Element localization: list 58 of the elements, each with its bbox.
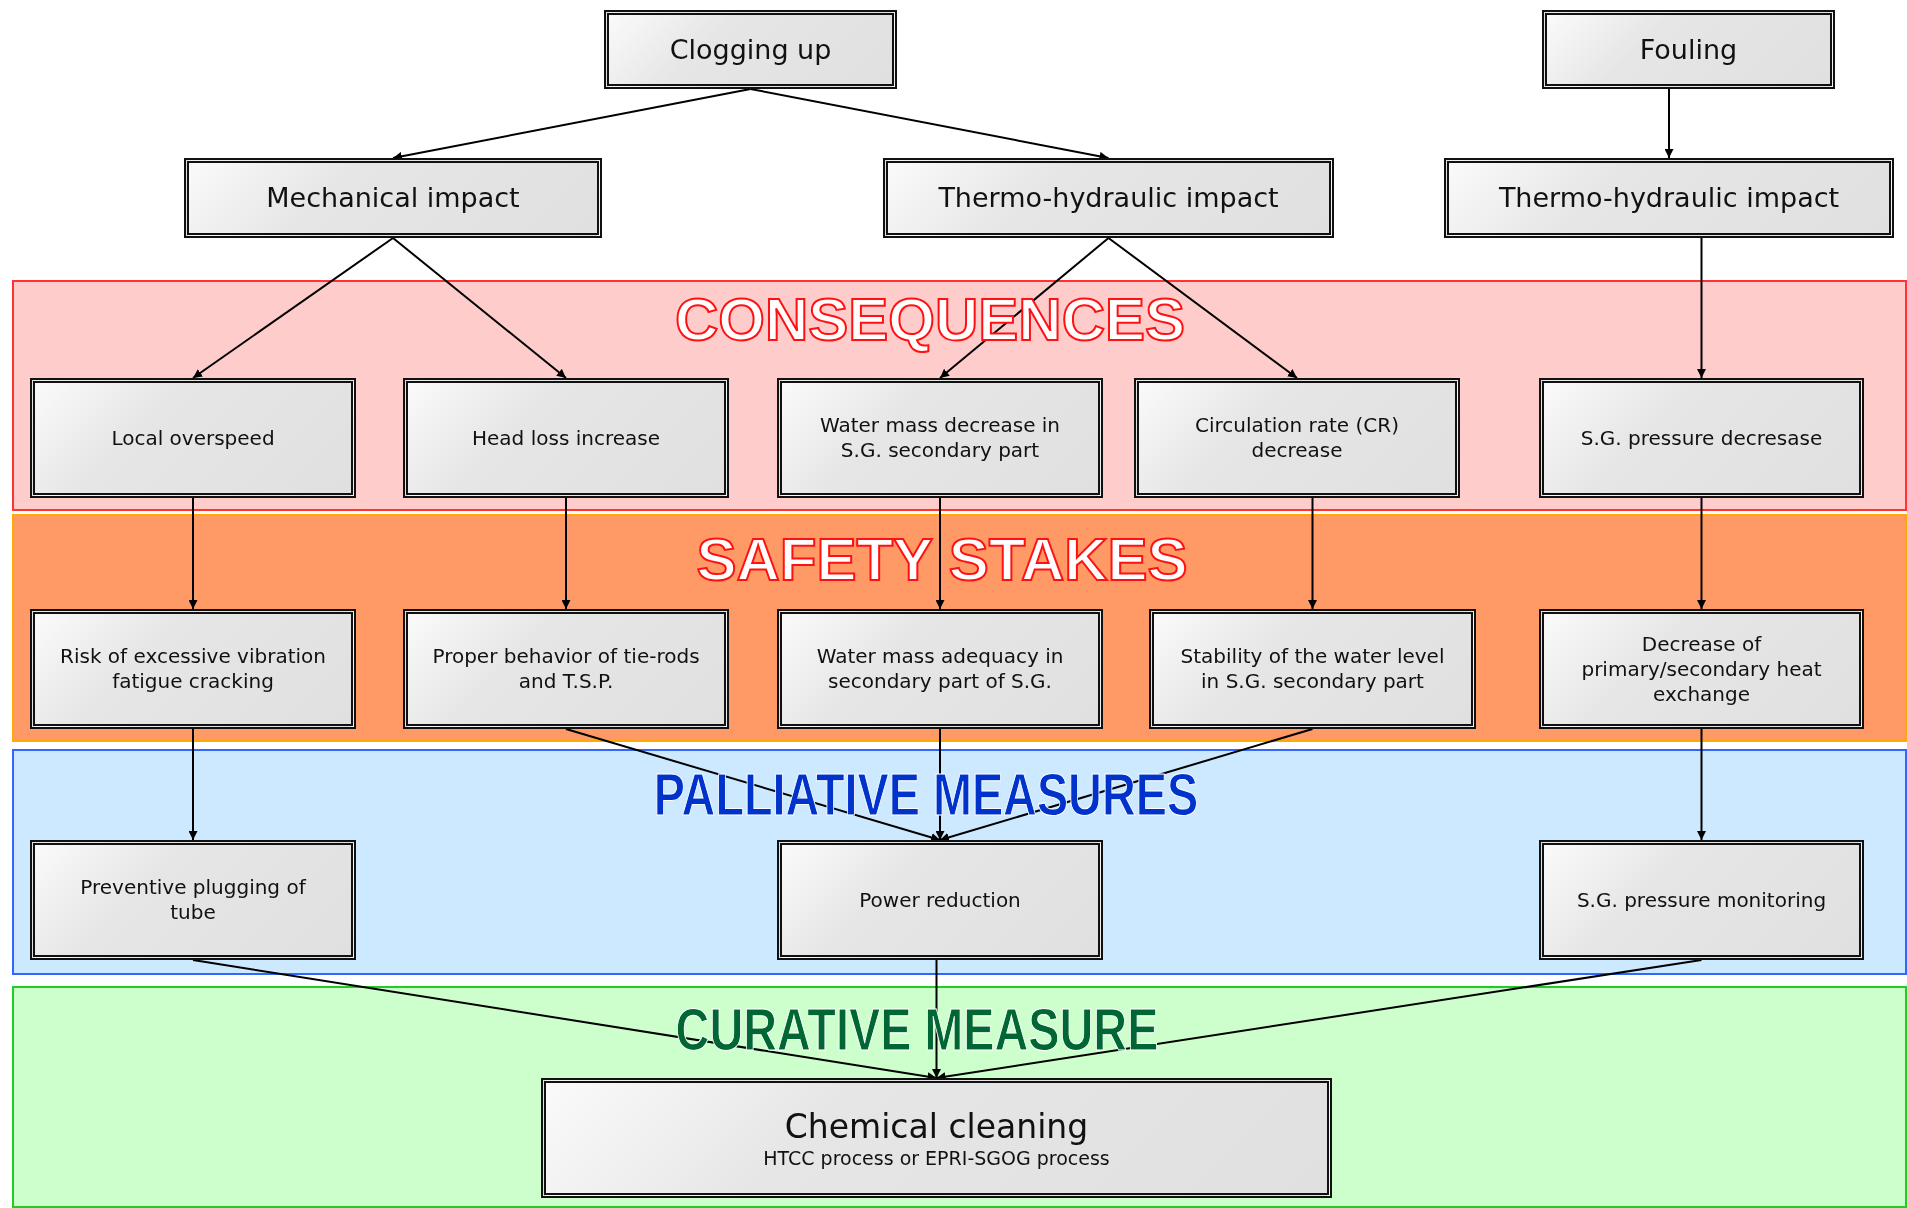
arrow <box>1308 497 1317 610</box>
box-subtitle: HTCC process or EPRI-SGOG process <box>763 1146 1110 1171</box>
box-label: Head loss increase <box>472 425 660 451</box>
arrow <box>392 88 752 161</box>
process-box <box>1149 609 1476 729</box>
arrow <box>561 497 571 610</box>
box-label: Water mass decrease in S.G. secondary part <box>818 413 1062 463</box>
process-box <box>1542 10 1835 89</box>
box-label: Preventive plugging of tube <box>79 875 308 925</box>
box-label: Decrease of primary/secondary heat exchange <box>1580 631 1823 707</box>
box-label: Stability of the water level in S.G. secondary part <box>1179 644 1446 694</box>
box-label: S.G. pressure decresase <box>1580 425 1823 451</box>
process-box <box>1539 840 1864 960</box>
process-box <box>184 158 602 238</box>
box-label: Water mass adequacy in secondary part of S.G. <box>815 644 1065 694</box>
process-box <box>604 10 897 89</box>
box-label: Circulation rate (CR) decrease <box>1194 413 1400 463</box>
process-box <box>403 378 729 498</box>
process-box <box>30 609 356 729</box>
arrow <box>1697 728 1706 841</box>
process-box <box>883 158 1334 238</box>
arrow <box>1664 88 1674 159</box>
arrow <box>192 237 394 379</box>
arrow <box>188 497 198 610</box>
arrow <box>1697 497 1706 610</box>
box-label: Thermo-hydraulic impact <box>1498 181 1840 215</box>
arrow <box>1697 237 1706 379</box>
box-label: Local overspeed <box>111 425 275 451</box>
box-label: Proper behavior of tie-rods and T.S.P. <box>431 644 701 694</box>
process-box <box>30 378 356 498</box>
box-label: Clogging up <box>669 32 832 67</box>
arrow <box>749 88 1110 161</box>
process-box <box>541 1078 1332 1198</box>
process-box <box>777 609 1103 729</box>
process-box <box>403 609 729 729</box>
stage-band <box>12 749 1907 975</box>
process-box <box>1539 378 1864 498</box>
arrow <box>392 237 567 379</box>
process-box <box>1539 609 1864 729</box>
arrow <box>1107 237 1298 379</box>
box-label: Risk of excessive vibration fatigue cracking <box>59 644 327 694</box>
stage-band <box>12 986 1907 1208</box>
box-label: Chemical cleaning <box>784 1105 1089 1147</box>
box-label: Mechanical impact <box>266 181 520 215</box>
process-box <box>777 840 1103 960</box>
band-heading: SAFETY STAKES <box>696 530 1188 590</box>
box-label: Power reduction <box>859 887 1021 913</box>
arrow <box>188 728 198 841</box>
box-label: S.G. pressure monitoring <box>1576 887 1827 913</box>
process-box <box>1444 158 1894 238</box>
stage-band <box>12 514 1907 742</box>
arrow <box>935 497 945 610</box>
process-box <box>30 840 356 960</box>
process-box <box>777 378 1103 498</box>
stage-band <box>12 280 1907 511</box>
process-box <box>1134 378 1460 498</box>
box-label: Thermo-hydraulic impact <box>938 181 1279 215</box>
box-label: Fouling <box>1639 32 1738 67</box>
